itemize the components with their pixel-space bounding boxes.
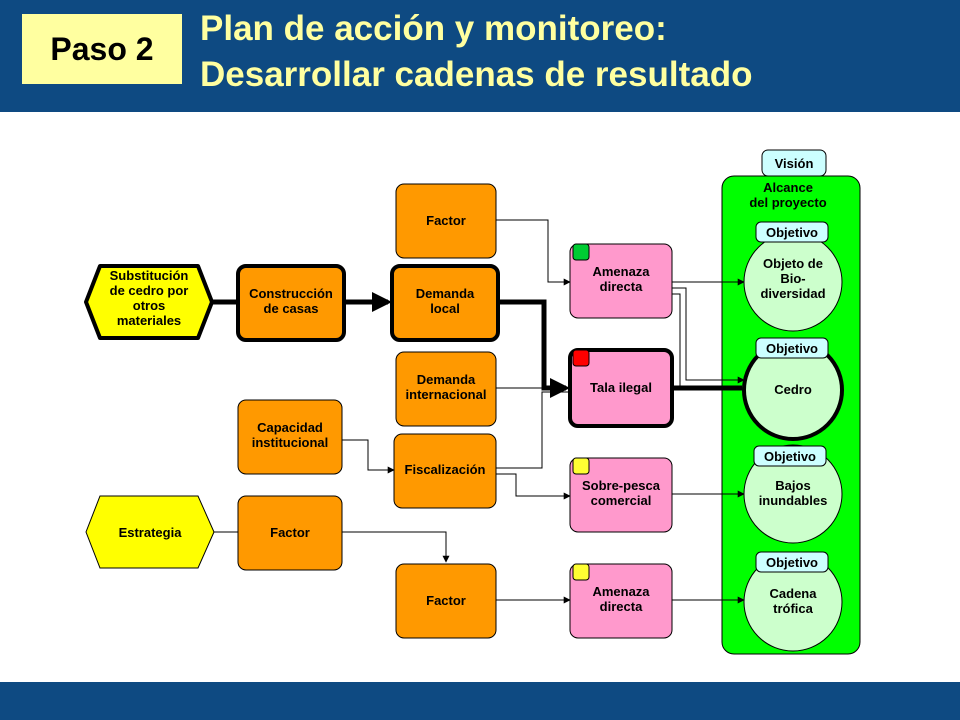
label-line: Factor: [426, 593, 466, 608]
link-capacidad-to-fiscalizacion: [342, 439, 395, 474]
label-line: Demanda: [416, 286, 475, 301]
label-line: directa: [600, 279, 643, 294]
strategy-estrategia-label: Estrategia: [119, 525, 183, 540]
step-badge: Paso 2: [22, 14, 182, 84]
label-line: Sobre-pesca: [582, 478, 661, 493]
factor-top-label: Factor: [426, 213, 466, 228]
label-line: Alcance: [763, 180, 813, 195]
label-line: Estrategia: [119, 525, 183, 540]
threat-sobrepesca: [569, 457, 673, 533]
label-line: comercial: [591, 493, 652, 508]
label-line: Factor: [426, 213, 466, 228]
target-cedro-label: Cedro: [774, 382, 812, 397]
objective-label-1-text: Objetivo: [766, 225, 818, 240]
factor-capacidad: [237, 399, 343, 475]
objective-label-1: [755, 221, 829, 243]
label-line: del proyecto: [749, 195, 826, 210]
label-line: Bajos: [775, 478, 810, 493]
vision-label: Visión: [775, 156, 814, 171]
label-line: Factor: [270, 525, 310, 540]
strategy-substitucion: [84, 264, 214, 340]
label-line: Capacidad: [257, 420, 323, 435]
factor-demanda-internacional: [395, 351, 497, 427]
label-line: Cedro: [774, 382, 812, 397]
footer-bar: [0, 682, 960, 720]
status-indicator-red: [572, 349, 590, 367]
factor-demanda-local: [390, 264, 500, 342]
label-line: Demanda: [417, 372, 476, 387]
factor-bottom: [395, 563, 497, 639]
status-indicator-yellow-2: [572, 563, 590, 581]
label-line: Amenaza: [592, 264, 650, 279]
label-line: Construcción: [249, 286, 333, 301]
status-indicator-yellow-1: [572, 457, 590, 475]
objective-label-3: [753, 445, 827, 467]
page-title: Plan de acción y monitoreo: Desarrollar …: [200, 6, 950, 98]
label-line: Amenaza: [592, 584, 650, 599]
strategy-estrategia: [85, 495, 215, 569]
threat-amenaza-directa-4: [569, 563, 673, 639]
title-line-2: Desarrollar cadenas de resultado: [200, 55, 753, 94]
objective-label-3-text: Objetivo: [764, 449, 816, 464]
factor-fiscalizacion-label: Fiscalización: [405, 462, 486, 477]
objective-label-2-text: Objetivo: [766, 341, 818, 356]
label-line: materiales: [117, 313, 181, 328]
label-line: otros: [133, 298, 166, 313]
label-line: institucional: [252, 435, 329, 450]
objective-label-2: [755, 337, 829, 359]
threat-tala-ilegal: [568, 348, 674, 428]
label-line: Fiscalización: [405, 462, 486, 477]
link-fiscalizacion-to-sobrepesca: [496, 473, 571, 500]
label-line: de casas: [264, 301, 319, 316]
objective-label-4-text: Objetivo: [766, 555, 818, 570]
vision-box: [761, 149, 827, 177]
objective-label-4: [755, 551, 829, 573]
threat-amenaza-directa-1: [569, 243, 673, 319]
factor-bottom-label: Factor: [426, 593, 466, 608]
link-demanda-local-to-tala: [498, 299, 570, 398]
threat-tala-label: Tala ilegal: [590, 380, 652, 395]
label-line: Bio-: [780, 271, 805, 286]
status-indicator-green: [572, 243, 590, 261]
factor-fiscalizacion: [393, 433, 497, 509]
link-factor-top-to-threat-1: [496, 219, 571, 286]
label-line: directa: [600, 599, 643, 614]
factor-mid-label: Factor: [270, 525, 310, 540]
factor-mid: [237, 495, 343, 571]
label-line: Substitución: [110, 268, 189, 283]
label-line: internacional: [406, 387, 487, 402]
label-line: trófica: [773, 601, 814, 616]
link-fiscalizacion-to-tala: [496, 391, 570, 469]
factor-top: [395, 183, 497, 259]
label-line: Cadena: [770, 586, 818, 601]
factor-construccion: [236, 264, 346, 342]
link-factor-mid-to-factor-bottom: [342, 531, 450, 563]
label-line: Objeto de: [763, 256, 823, 271]
label-line: inundables: [759, 493, 828, 508]
label-line: local: [430, 301, 460, 316]
label-line: diversidad: [760, 286, 825, 301]
label-line: de cedro por: [110, 283, 189, 298]
title-line-1: Plan de acción y monitoreo:: [200, 9, 667, 48]
label-line: Tala ilegal: [590, 380, 652, 395]
link-threat-1-to-cedro: [672, 287, 745, 384]
